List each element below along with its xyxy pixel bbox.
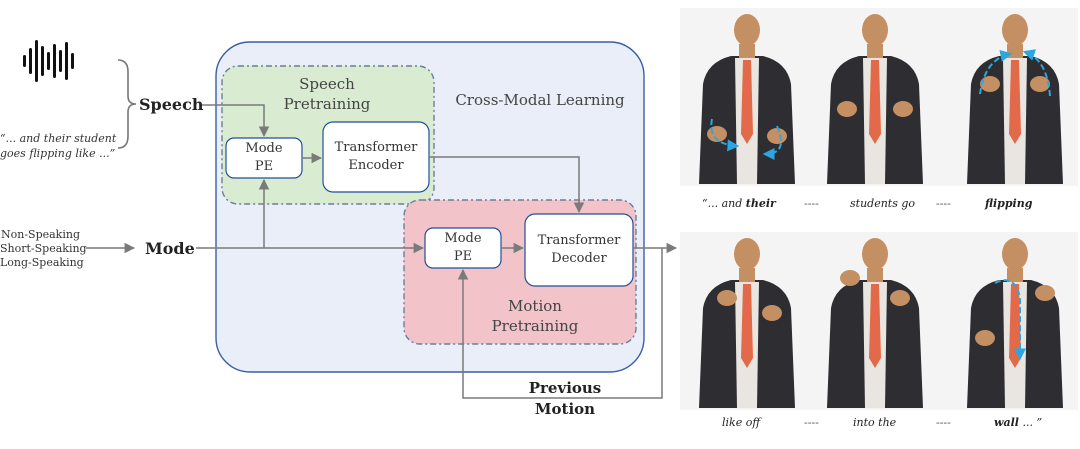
transformer-decoder-line1: Transformer xyxy=(537,233,621,248)
hand xyxy=(980,76,1000,92)
motion-trail xyxy=(762,125,782,160)
caption-top-quote: “... and xyxy=(702,197,746,210)
head xyxy=(734,14,760,46)
motion-pretraining-title: Motion Pretraining xyxy=(470,296,600,336)
mode-pe-motion-label: Mode PE xyxy=(425,230,501,266)
tie xyxy=(741,60,753,144)
caption-bottom-word3: wall xyxy=(994,416,1019,429)
head xyxy=(734,238,760,270)
mode-option-short-speaking: Short-Speaking xyxy=(0,242,87,255)
head xyxy=(1002,238,1028,270)
hand xyxy=(840,270,860,286)
character-panels xyxy=(680,8,1078,410)
neck xyxy=(1007,268,1023,282)
arrow-previous-motion-loop xyxy=(457,248,663,399)
hand xyxy=(717,290,737,306)
caption-top-word1: their xyxy=(745,197,776,210)
neck xyxy=(739,268,755,282)
caption-top-sep1: ---- xyxy=(804,197,819,210)
caption-top-sep2: ---- xyxy=(936,197,951,210)
hand xyxy=(762,305,782,321)
transformer-decoder-block xyxy=(524,213,634,287)
arrow-speech-to-modepe xyxy=(200,104,270,138)
mode-option-long-speaking: Long-Speaking xyxy=(0,256,84,269)
tie xyxy=(1009,284,1021,368)
previous-motion-line2: Motion xyxy=(534,400,596,418)
motion-pretraining-line2: Pretraining xyxy=(491,317,579,335)
motion-trail xyxy=(994,279,1026,361)
hand xyxy=(1035,285,1055,301)
tie xyxy=(741,284,753,368)
head xyxy=(1002,14,1028,46)
transformer-decoder-line2: Decoder xyxy=(551,251,607,266)
arrow-encoder-to-decoder xyxy=(429,156,585,214)
speech-pretraining-line2: Pretraining xyxy=(283,95,371,113)
speech-quote-line1: “... and their student xyxy=(0,132,117,145)
speech-label: Speech xyxy=(139,95,204,114)
motion-trail xyxy=(979,50,1013,95)
motion-trail xyxy=(1022,49,1051,97)
character-bottom-3 xyxy=(967,238,1063,408)
mode-pe-speech-line2: PE xyxy=(254,159,274,174)
motion-pretraining-line1: Motion xyxy=(508,297,562,315)
caption-top-1: “... and their xyxy=(702,197,776,210)
previous-motion-line1: Previous xyxy=(528,379,602,397)
neck xyxy=(1007,44,1023,58)
caption-top-word3: flipping xyxy=(985,197,1033,210)
motion-trail xyxy=(710,118,740,152)
speech-pretraining-title: Speech Pretraining xyxy=(262,74,392,114)
caption-bottom-word1: like off xyxy=(722,416,761,429)
cross-modal-title: Cross-Modal Learning xyxy=(455,91,625,109)
character-bottom-2 xyxy=(827,238,923,408)
hand xyxy=(975,330,995,346)
caption-bottom-word2: into the xyxy=(853,416,897,429)
head xyxy=(862,14,888,46)
transformer-encoder-label: Transformer Encoder xyxy=(323,139,429,175)
head xyxy=(862,238,888,270)
tie xyxy=(869,60,881,144)
neck xyxy=(867,44,883,58)
caption-bottom-end: wall ... ” xyxy=(994,416,1042,429)
transformer-encoder-line1: Transformer xyxy=(334,140,418,155)
transformer-encoder-line2: Encoder xyxy=(348,158,404,173)
mode-options-list: Non-Speaking Short-Speaking Long-Speakin… xyxy=(0,228,87,270)
caption-top-word2: students go xyxy=(850,197,916,210)
hand xyxy=(890,290,910,306)
hand xyxy=(1030,76,1050,92)
tie xyxy=(869,284,881,368)
mode-option-non-speaking: Non-Speaking xyxy=(0,228,80,241)
neck xyxy=(739,44,755,58)
arrows xyxy=(86,104,678,399)
mode-pe-motion-line2: PE xyxy=(453,249,473,264)
tie xyxy=(1009,60,1021,144)
neck xyxy=(867,268,883,282)
character-bottom-1 xyxy=(699,238,795,408)
waveform-icon xyxy=(23,40,74,82)
character-top-1 xyxy=(699,14,795,184)
hand xyxy=(893,101,913,117)
caption-bottom-sep1: ---- xyxy=(804,416,819,429)
transformer-decoder-label: Transformer Decoder xyxy=(525,232,633,268)
speech-pretraining-line1: Speech xyxy=(299,75,355,93)
previous-motion-label: Previous Motion xyxy=(520,378,610,420)
mode-label: Mode xyxy=(145,239,195,258)
hand xyxy=(767,128,787,144)
character-top-3 xyxy=(967,14,1063,184)
mode-pe-speech-label: Mode PE xyxy=(226,140,302,176)
speech-brace xyxy=(117,59,137,149)
character-top-2 xyxy=(827,14,923,184)
mode-pe-motion-line1: Mode xyxy=(444,231,482,246)
speech-quote-line2: goes flipping like ...” xyxy=(0,147,116,160)
speech-quote: “... and their student goes flipping lik… xyxy=(0,131,117,161)
caption-bottom-sep2: ---- xyxy=(936,416,951,429)
mode-pe-speech-line1: Mode xyxy=(245,141,283,156)
caption-bottom-quote: ... ” xyxy=(1018,416,1043,429)
hand xyxy=(837,101,857,117)
